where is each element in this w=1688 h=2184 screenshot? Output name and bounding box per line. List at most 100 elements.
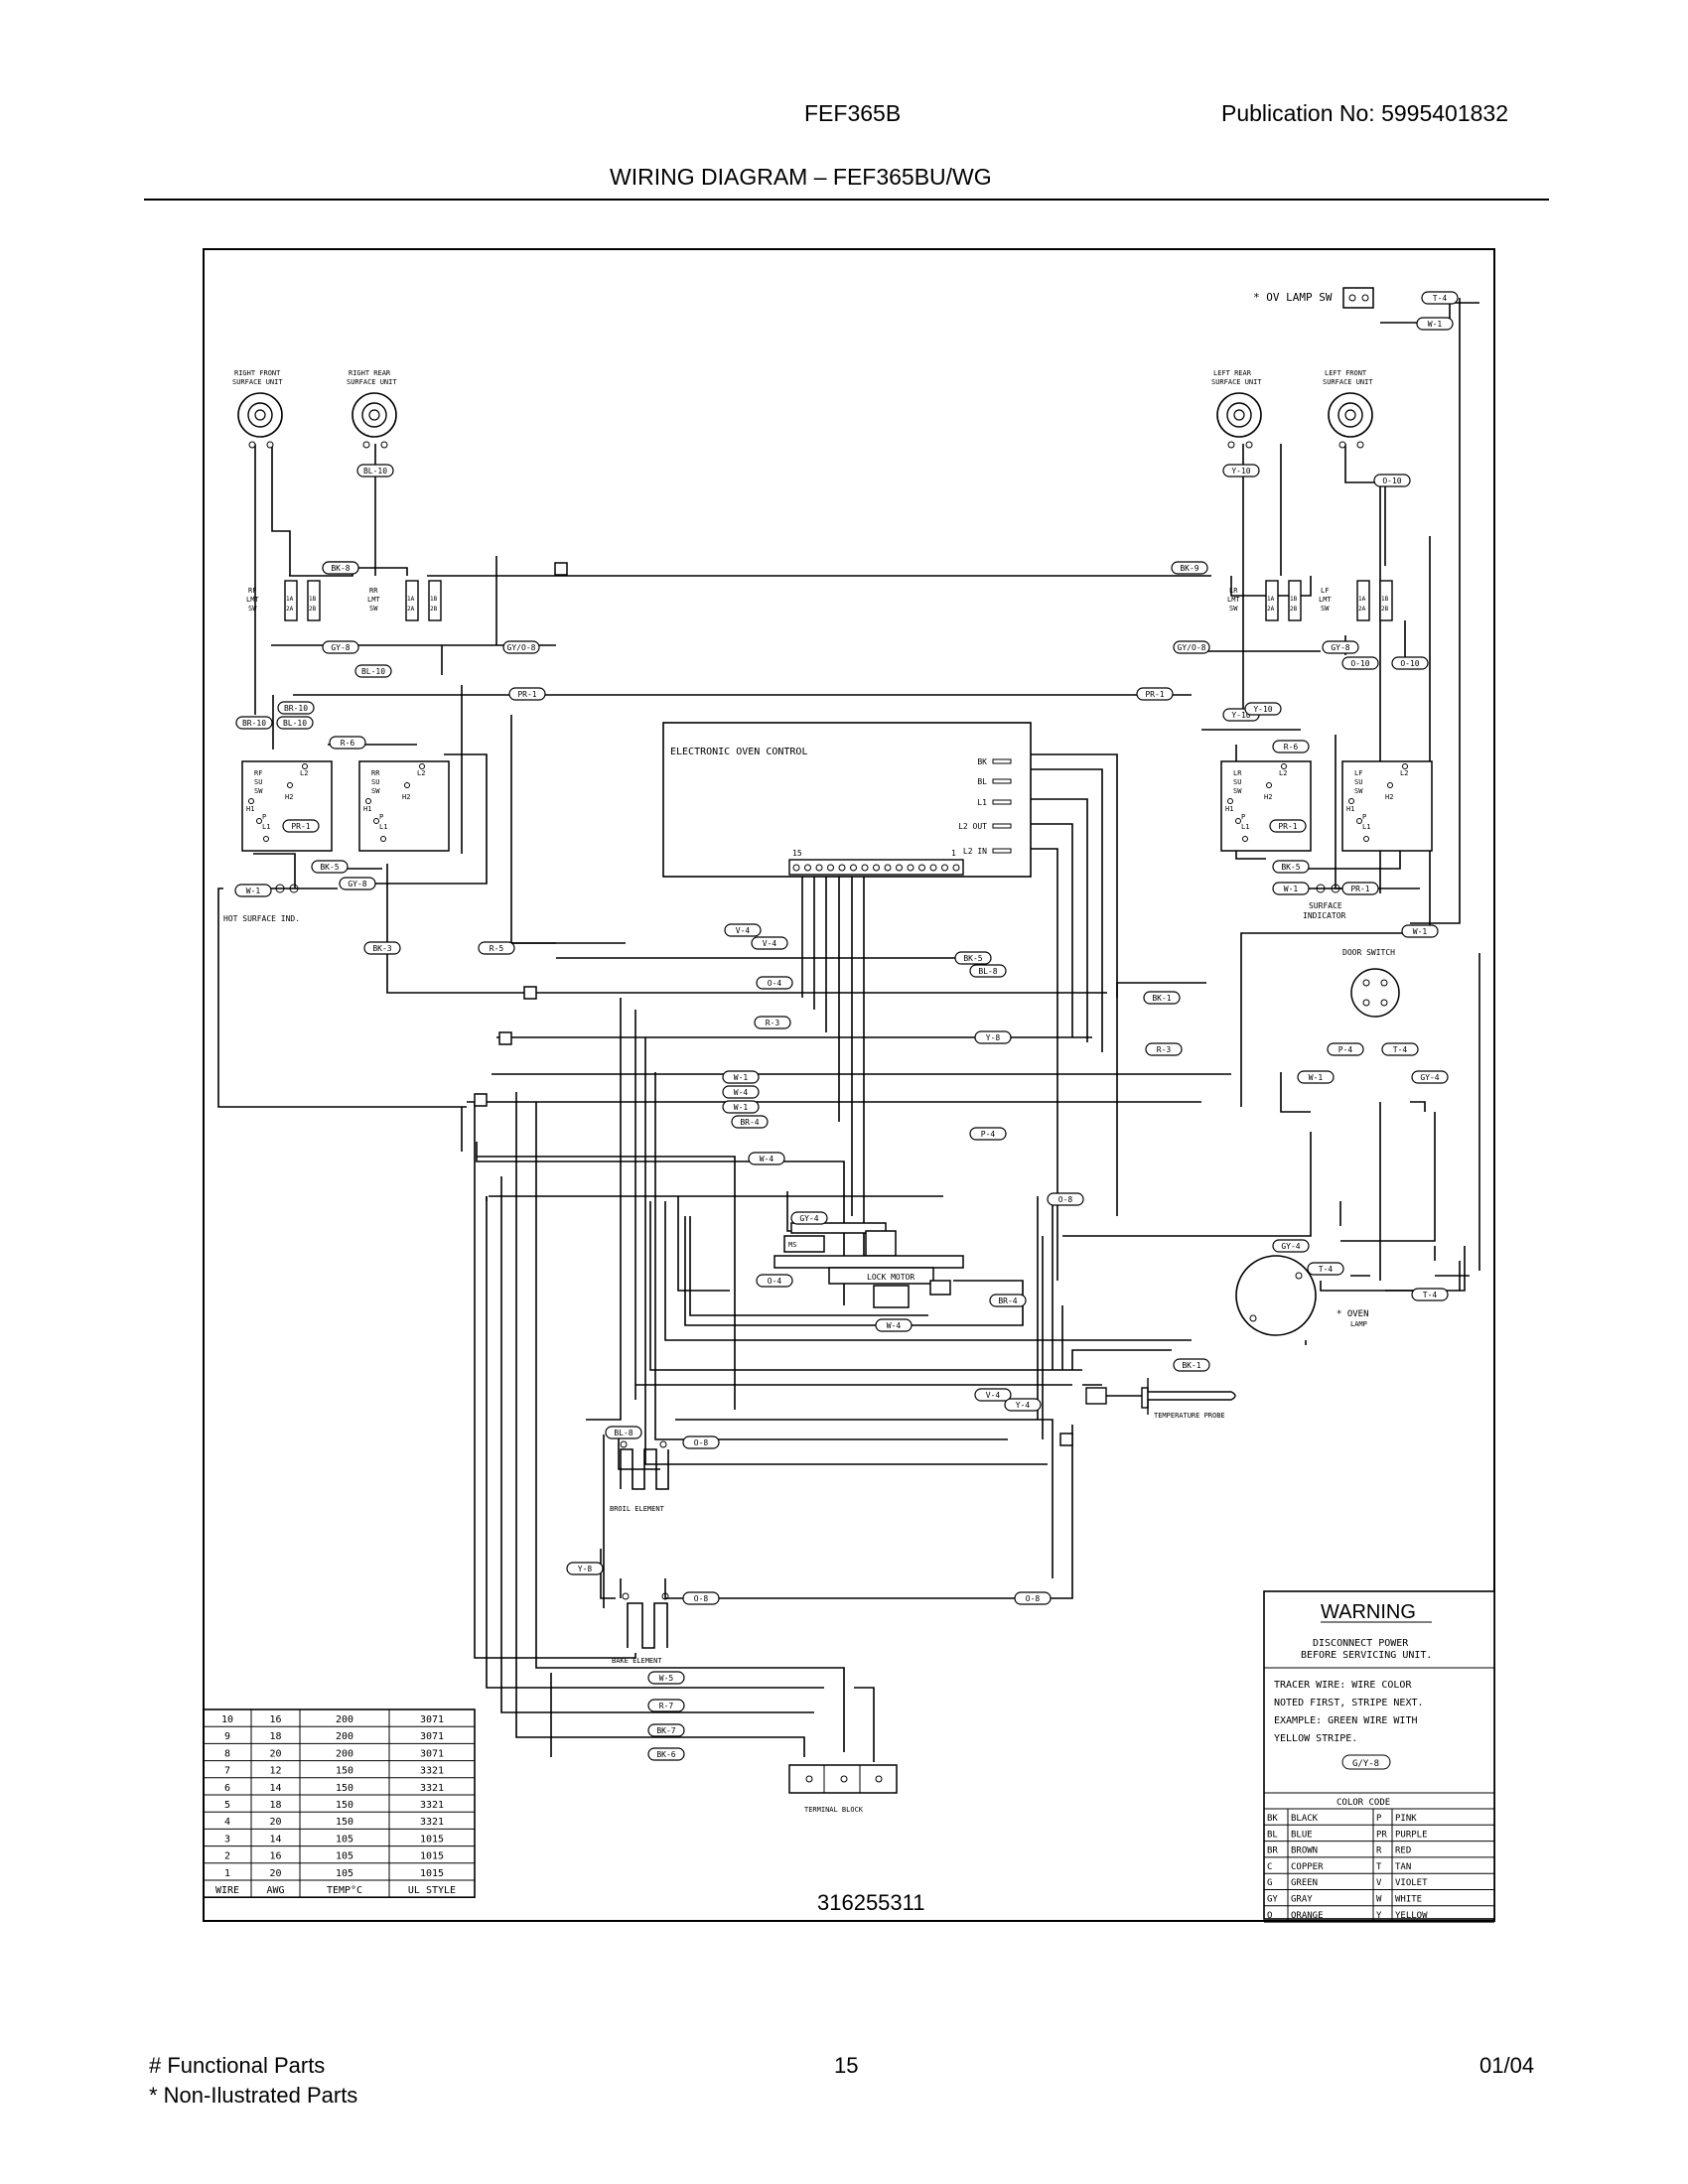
wire-tag-label: Y-10 xyxy=(1253,705,1272,714)
wire-tag: BL-10 xyxy=(356,464,394,478)
terminal-l1: L1 xyxy=(1241,823,1249,831)
wire-tag-label: W-1 xyxy=(1413,927,1428,936)
warning-box: WARNING DISCONNECT POWER BEFORE SERVICIN… xyxy=(1263,1590,1495,1923)
wire-tag: Y-10 xyxy=(1222,464,1260,478)
wire-tag-label: BL-10 xyxy=(363,467,387,476)
wire-tag-label: O-8 xyxy=(1026,1594,1041,1603)
wire-tags: T-4W-1BL-10Y-10O-10BK-9BK-9BK-8GY-8GY-8G… xyxy=(234,291,1459,1761)
wire-traces xyxy=(217,298,1480,1762)
color-code-cell: C xyxy=(1267,1862,1272,1872)
color-code-cell: T xyxy=(1376,1862,1382,1872)
bake-element-label: BAKE ELEMENT xyxy=(612,1657,662,1665)
wire-tag-label: P-4 xyxy=(981,1130,996,1139)
hot-surface-label: HOT SURFACE IND. xyxy=(223,914,300,923)
limit-switch-label-2: LMT xyxy=(1227,596,1240,604)
wire-tag-label: GY/O-8 xyxy=(1178,643,1206,652)
wire-tag-label: V-4 xyxy=(736,926,751,935)
terminal-1a: 1A xyxy=(1358,596,1366,603)
wire-tag: W-4 xyxy=(748,1152,785,1165)
terminal-l1: L1 xyxy=(379,823,387,831)
wire-tag: GY-4 xyxy=(1411,1070,1449,1084)
wire-tag: R-5 xyxy=(478,941,515,955)
control-pin-2: L1 xyxy=(977,798,1012,807)
wire-table-cell: 1015 xyxy=(420,1834,444,1844)
wire-tag: GY-4 xyxy=(1272,1239,1310,1253)
color-code-cell: TAN xyxy=(1395,1862,1411,1872)
wire-tag: O-4 xyxy=(756,1274,793,1288)
oven-lamp-label-2: LAMP xyxy=(1350,1320,1367,1328)
color-code-cell: WHITE xyxy=(1395,1895,1422,1905)
wire-table-cell: 18 xyxy=(269,1800,281,1811)
wire-tag: BK-7 xyxy=(647,1723,685,1737)
wire-tag: W-4 xyxy=(722,1085,760,1099)
wire-table-cell: 9 xyxy=(224,1731,230,1742)
wire-tag-label: O-8 xyxy=(694,1594,709,1603)
surface-indicator: SURFACE INDICATOR xyxy=(1303,884,1346,920)
terminal-h1: H1 xyxy=(246,805,254,813)
connector-pin xyxy=(918,864,925,872)
wire-table-cell: 1015 xyxy=(420,1868,444,1879)
wire-tag-label: GY/O-8 xyxy=(507,643,536,652)
wire-table-cell: 3071 xyxy=(420,1714,444,1725)
color-code-title: COLOR CODE xyxy=(1336,1798,1390,1808)
wire-tag: O-8 xyxy=(1014,1591,1052,1605)
connector-pin xyxy=(827,864,834,872)
publication-number: Publication No: 5995401832 xyxy=(1221,100,1509,126)
color-code-cell: BK xyxy=(1267,1814,1278,1824)
wire-tag-label: W-1 xyxy=(734,1073,749,1082)
oven-lamp: * OVEN LAMP xyxy=(1235,1255,1369,1336)
wire-tag: Y-4 xyxy=(1004,1398,1042,1412)
wire-tag-label: BR-10 xyxy=(242,719,266,728)
su-switch-label-2: SU xyxy=(254,778,262,786)
surface-indicator-label-1: SURFACE xyxy=(1309,901,1342,910)
wire-tag-label: BL-8 xyxy=(978,967,997,976)
color-code-cell: COPPER xyxy=(1291,1862,1324,1872)
terminal-h2: H2 xyxy=(285,793,293,801)
wire-tag-label: Y-4 xyxy=(1016,1401,1031,1410)
surface-unit-label-2: SURFACE UNIT xyxy=(1323,378,1373,386)
wire-tag-label: Y-8 xyxy=(986,1033,1001,1042)
wire-tag-label: T-4 xyxy=(1393,1045,1408,1054)
wire-tag-label: W-1 xyxy=(1284,885,1299,893)
wire-table-cell: 12 xyxy=(269,1766,281,1777)
wire-tag-label: PR-1 xyxy=(517,690,536,699)
wire-tag-label: O-8 xyxy=(1058,1195,1073,1204)
color-code-cell: BLACK xyxy=(1291,1814,1319,1824)
wire-tag: V-4 xyxy=(751,936,788,950)
wire-tag: GY-8 xyxy=(322,640,359,654)
terminal-block: TERMINAL BLOCK xyxy=(788,1764,898,1814)
wire-table-cell: 5 xyxy=(224,1800,230,1811)
wire-tag: O-8 xyxy=(682,1591,720,1605)
wire-table-cell: 3321 xyxy=(420,1800,444,1811)
connector-pin xyxy=(929,864,937,872)
connector-pin xyxy=(941,864,948,872)
wire-tag: W-4 xyxy=(875,1318,913,1332)
limit-switch-label-2: LMT xyxy=(367,596,380,604)
terminal-2b: 2B xyxy=(1381,606,1389,613)
wire-table-cell: 3321 xyxy=(420,1766,444,1777)
wire-table-cell: 200 xyxy=(336,1748,353,1759)
wire-table-cell: 6 xyxy=(224,1783,230,1794)
wire-tag: W-1 xyxy=(1401,924,1439,938)
terminal-l1: L1 xyxy=(1362,823,1370,831)
wire-tag-label: R-3 xyxy=(766,1019,780,1027)
wire-tag: GY-8 xyxy=(1322,640,1359,654)
connector-pin xyxy=(896,864,903,872)
wire-tag: W-1 xyxy=(1272,882,1310,895)
wire-tag-label: BR-10 xyxy=(284,704,308,713)
wire-tag: BK-5 xyxy=(954,951,992,965)
wire-tag-label: W-1 xyxy=(246,887,261,895)
connector-pin xyxy=(792,864,800,872)
wire-table-cell: 150 xyxy=(336,1817,353,1828)
terminal-1b: 1B xyxy=(309,596,317,603)
color-code-cell: GY xyxy=(1267,1895,1278,1905)
wire-tag: BL-10 xyxy=(354,664,392,678)
color-code-cell: VIOLET xyxy=(1395,1878,1428,1888)
temp-probe-label: TEMPERATURE PROBE xyxy=(1154,1412,1225,1420)
wire-table-cell: 18 xyxy=(269,1731,281,1742)
